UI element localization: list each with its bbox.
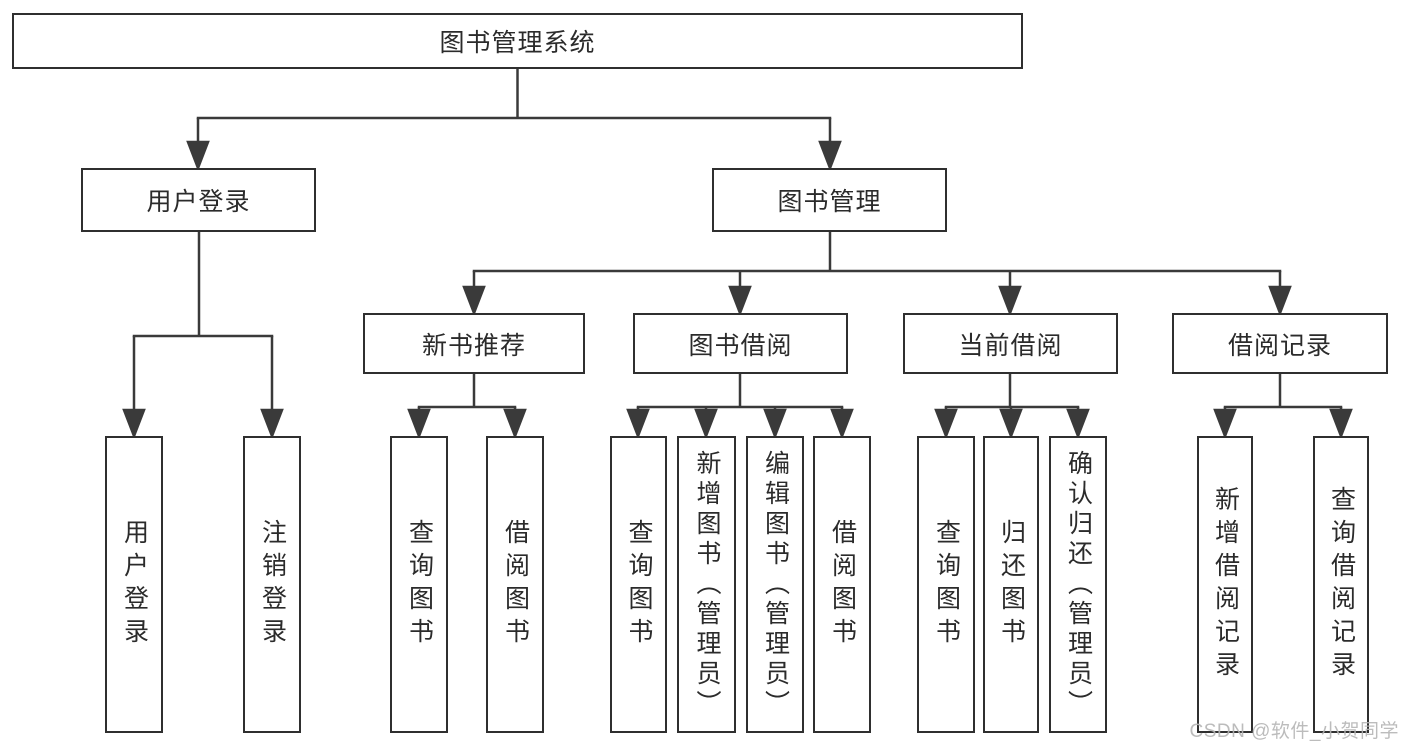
node-label: 确认归还（管理员） bbox=[1064, 449, 1093, 720]
node-label: 编辑图书（管理员） bbox=[761, 449, 790, 720]
node-book-management: 图书管理 bbox=[712, 168, 947, 232]
node-query-books-current: 查询图书 bbox=[917, 436, 975, 733]
node-edit-books-admin: 编辑图书（管理员） bbox=[746, 436, 804, 733]
node-return-books: 归还图书 bbox=[983, 436, 1039, 733]
node-user-login: 用户登录 bbox=[81, 168, 316, 232]
node-label: 新增图书（管理员） bbox=[693, 449, 721, 720]
node-borrow-books-borrowing: 借阅图书 bbox=[813, 436, 871, 733]
node-label: 查询图书 bbox=[405, 518, 434, 651]
node-query-borrowing-record: 查询借阅记录 bbox=[1313, 436, 1369, 733]
node-label: 用户登录 bbox=[120, 518, 149, 651]
node-library-management-system: 图书管理系统 bbox=[12, 13, 1023, 69]
node-book-borrowing: 图书借阅 bbox=[633, 313, 848, 374]
node-user-login-action: 用户登录 bbox=[105, 436, 163, 733]
node-label: 借阅图书 bbox=[501, 518, 530, 651]
node-label: 借阅图书 bbox=[828, 518, 857, 651]
node-label: 查询图书 bbox=[625, 518, 653, 651]
node-label: 注销登录 bbox=[258, 518, 287, 651]
node-confirm-return-admin: 确认归还（管理员） bbox=[1049, 436, 1107, 733]
node-label: 查询借阅记录 bbox=[1327, 485, 1356, 684]
node-add-borrowing-record: 新增借阅记录 bbox=[1197, 436, 1253, 733]
node-label: 归还图书 bbox=[997, 518, 1026, 651]
node-new-book-recommendation: 新书推荐 bbox=[363, 313, 585, 374]
node-borrowing-records: 借阅记录 bbox=[1172, 313, 1388, 374]
node-borrow-books-recommend: 借阅图书 bbox=[486, 436, 544, 733]
node-logout-action: 注销登录 bbox=[243, 436, 301, 733]
node-add-books-admin: 新增图书（管理员） bbox=[677, 436, 736, 733]
node-current-borrowing: 当前借阅 bbox=[903, 313, 1118, 374]
node-label: 新增借阅记录 bbox=[1211, 485, 1240, 684]
node-query-books-recommend: 查询图书 bbox=[390, 436, 448, 733]
csdn-watermark: CSDN @软件_小贺同学 bbox=[1189, 721, 1399, 742]
node-label: 查询图书 bbox=[932, 518, 961, 651]
node-query-books-borrowing: 查询图书 bbox=[610, 436, 667, 733]
